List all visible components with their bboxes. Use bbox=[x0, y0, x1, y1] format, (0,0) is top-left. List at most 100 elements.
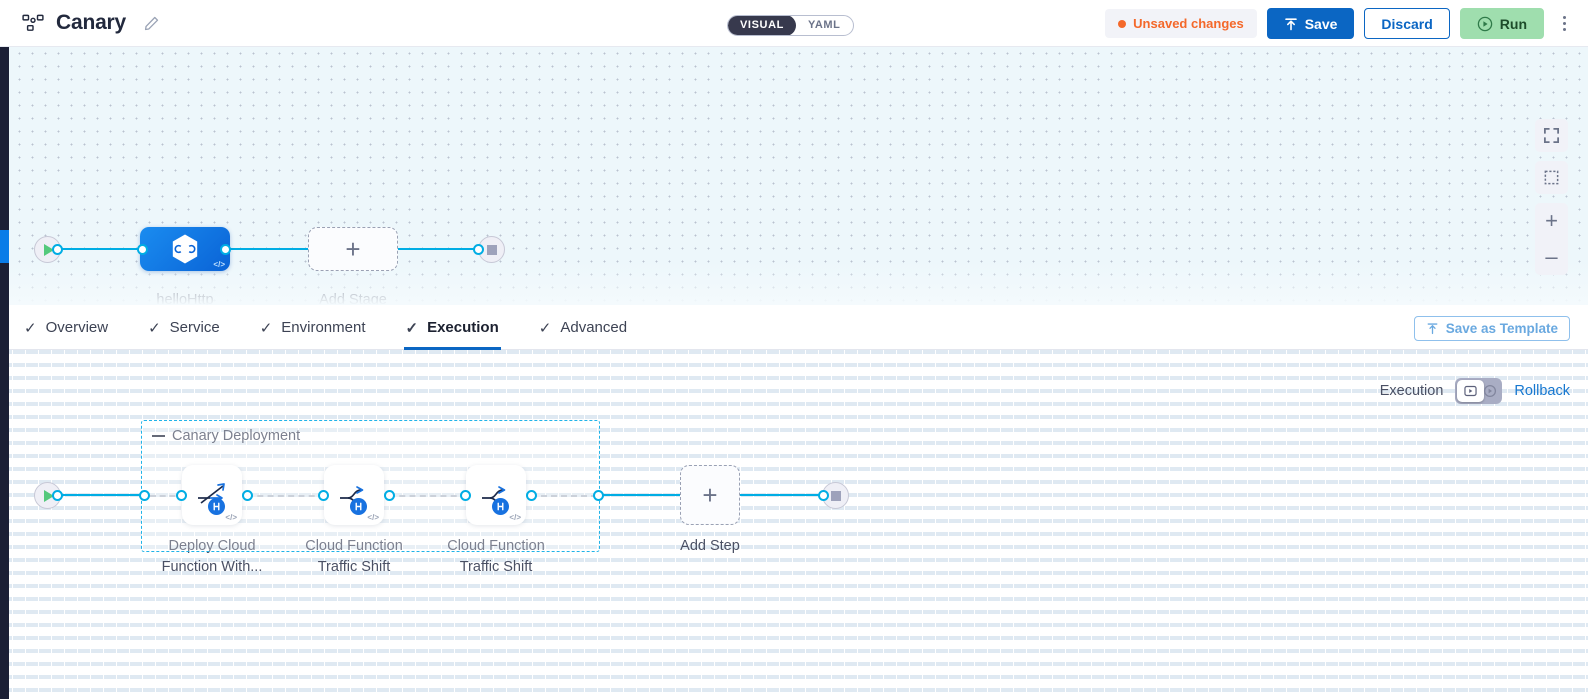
kebab-menu-icon[interactable] bbox=[1554, 16, 1574, 31]
port-step2-out[interactable] bbox=[384, 490, 395, 501]
discard-button[interactable]: Discard bbox=[1364, 8, 1450, 39]
tab-advanced-label: Advanced bbox=[560, 319, 628, 336]
save-upload-icon bbox=[1284, 17, 1297, 30]
tab-advanced[interactable]: ✓ Advanced bbox=[537, 305, 629, 350]
zoom-buttons: + – bbox=[1535, 203, 1568, 275]
plus-icon: + bbox=[702, 480, 718, 510]
harness-badge-icon bbox=[492, 498, 509, 515]
port-stage-out[interactable] bbox=[220, 244, 231, 255]
fit-to-screen-button[interactable] bbox=[1535, 161, 1568, 194]
stage-node-hellohttp[interactable]: </> bbox=[140, 227, 230, 271]
step-label-line2: Traffic Shift bbox=[459, 559, 533, 576]
step-node-deploy-cloud-function[interactable]: </> bbox=[182, 465, 242, 525]
app-nav-rail-active-indicator bbox=[0, 230, 9, 263]
step-label-deploy-cloud-function: Deploy Cloud Function With... bbox=[142, 536, 282, 578]
step-group-title-label: Canary Deployment bbox=[172, 428, 301, 444]
pipeline-nodes-icon bbox=[22, 14, 44, 31]
port-exec-end-in[interactable] bbox=[818, 490, 829, 501]
edge-exec-start-to-group bbox=[52, 494, 144, 497]
port-step1-out[interactable] bbox=[242, 490, 253, 501]
execution-mode-switch[interactable] bbox=[1455, 378, 1503, 404]
port-group-out[interactable] bbox=[593, 490, 604, 501]
tab-environment-label: Environment bbox=[281, 319, 366, 336]
port-step2-in[interactable] bbox=[318, 490, 329, 501]
tab-execution[interactable]: ✓ Execution bbox=[403, 305, 502, 350]
toggle-yaml[interactable]: YAML bbox=[807, 19, 841, 31]
zoom-in-button[interactable]: + bbox=[1545, 208, 1558, 233]
run-button-label: Run bbox=[1499, 15, 1527, 32]
step-code-badge-icon: </> bbox=[225, 513, 237, 522]
unsaved-dot-icon bbox=[1118, 19, 1127, 28]
step-node-traffic-shift-1[interactable]: </> bbox=[324, 465, 384, 525]
add-stage-button[interactable]: + bbox=[308, 227, 398, 271]
step-label-line2: Function With... bbox=[161, 559, 263, 576]
header-left-group: Canary bbox=[0, 11, 159, 35]
port-step3-in[interactable] bbox=[460, 490, 471, 501]
harness-badge-icon bbox=[350, 498, 367, 515]
save-button-label: Save bbox=[1304, 15, 1338, 32]
plus-icon: + bbox=[345, 234, 361, 264]
fullscreen-button[interactable] bbox=[1535, 119, 1568, 152]
add-step-label: Add Step bbox=[680, 538, 740, 554]
stage-canvas[interactable]: </> helloHttp + Add Stage bbox=[0, 47, 1588, 305]
edge-step3-to-group-out bbox=[531, 495, 597, 497]
tab-overview[interactable]: ✓ Overview bbox=[22, 305, 110, 350]
app-header: Canary VISUAL YAML Unsaved changes Save … bbox=[0, 0, 1588, 47]
rollback-toggle-label[interactable]: Rollback bbox=[1514, 383, 1570, 399]
fit-to-screen-icon bbox=[1544, 170, 1559, 185]
stage-node-label: helloHttp bbox=[156, 292, 214, 305]
tab-overview-label: Overview bbox=[45, 319, 109, 336]
pencil-icon[interactable] bbox=[144, 16, 159, 31]
edge-group-in-to-step1 bbox=[150, 495, 185, 497]
header-actions: Unsaved changes Save Discard Run bbox=[1105, 0, 1574, 47]
port-stage-in[interactable] bbox=[137, 244, 148, 255]
fullscreen-icon bbox=[1543, 127, 1560, 144]
harness-badge-icon bbox=[208, 498, 225, 515]
zoom-out-button[interactable]: – bbox=[1545, 244, 1558, 269]
execution-rollback-toggle: Execution Rollback bbox=[1380, 378, 1570, 404]
step-label-line1: Deploy Cloud bbox=[168, 538, 256, 554]
port-step3-out[interactable] bbox=[526, 490, 537, 501]
check-icon: ✓ bbox=[538, 319, 552, 337]
tab-environment[interactable]: ✓ Environment bbox=[258, 305, 368, 350]
step-label-line2: Traffic Shift bbox=[317, 559, 391, 576]
step-group-title[interactable]: Canary Deployment bbox=[152, 428, 300, 444]
port-exec-start-out[interactable] bbox=[52, 490, 63, 501]
edge-addstep-to-exec-end bbox=[740, 494, 830, 497]
check-icon: ✓ bbox=[24, 319, 37, 337]
run-button[interactable]: Run bbox=[1459, 8, 1544, 39]
pipeline-tabs: ✓ Overview ✓ Service ✓ Environment ✓ Exe… bbox=[0, 305, 1588, 350]
toggle-visual[interactable]: VISUAL bbox=[728, 16, 796, 35]
canvas-controls: + – bbox=[1535, 119, 1568, 275]
check-icon: ✓ bbox=[148, 319, 161, 337]
save-as-template-button[interactable]: Save as Template bbox=[1413, 316, 1570, 341]
template-upload-icon bbox=[1427, 323, 1438, 335]
discard-button-label: Discard bbox=[1381, 15, 1433, 32]
step-code-badge-icon: </> bbox=[367, 513, 379, 522]
stage-code-badge-icon: </> bbox=[213, 260, 225, 269]
port-start-out[interactable] bbox=[52, 244, 63, 255]
save-button[interactable]: Save bbox=[1266, 8, 1355, 39]
stop-icon bbox=[830, 490, 841, 501]
play-icon bbox=[44, 489, 54, 502]
execution-icon bbox=[1464, 385, 1478, 397]
view-mode-toggle[interactable]: VISUAL YAML bbox=[727, 15, 854, 36]
step-code-badge-icon: </> bbox=[509, 513, 521, 522]
edge-addstage-to-end bbox=[393, 248, 485, 251]
port-step1-in[interactable] bbox=[176, 490, 187, 501]
add-step-button[interactable]: + bbox=[680, 465, 740, 525]
save-as-template-label: Save as Template bbox=[1445, 321, 1558, 336]
port-end-in[interactable] bbox=[473, 244, 484, 255]
collapse-dash-icon[interactable] bbox=[152, 435, 165, 437]
tab-service[interactable]: ✓ Service bbox=[146, 305, 222, 350]
edge-stage-to-addstage bbox=[225, 248, 315, 251]
port-group-in[interactable] bbox=[139, 490, 150, 501]
execution-canvas[interactable]: Execution Rollback bbox=[0, 350, 1588, 699]
execution-toggle-label: Execution bbox=[1379, 383, 1444, 399]
switch-knob bbox=[1457, 380, 1485, 402]
rollback-icon bbox=[1483, 384, 1497, 398]
step-label-line1: Cloud Function bbox=[305, 538, 403, 554]
edge-group-to-addstep bbox=[598, 494, 682, 497]
edge-step1-to-step2 bbox=[247, 495, 325, 497]
step-node-traffic-shift-2[interactable]: </> bbox=[466, 465, 526, 525]
